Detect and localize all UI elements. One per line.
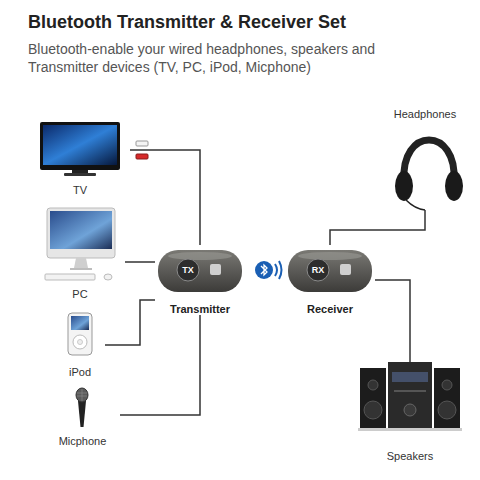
bluetooth-symbol (279, 261, 282, 279)
device-node: Speakers (355, 350, 465, 462)
device-label: TV (73, 184, 87, 196)
device-node: TX Transmitter (155, 245, 245, 315)
receiver-device (288, 250, 372, 292)
headphones-icon (395, 140, 463, 210)
audio-cable (125, 261, 155, 263)
pc-icon (47, 208, 115, 258)
title: Bluetooth Transmitter & Receiver Set (28, 12, 346, 33)
audio-cable (330, 210, 425, 245)
receiver-device (288, 250, 372, 292)
ipod-icon (73, 335, 87, 349)
speakers-icon (360, 368, 386, 428)
speakers-icon (388, 362, 432, 428)
tv-icon (40, 122, 120, 170)
device-node: PC (35, 205, 125, 300)
rca-plugs (136, 141, 148, 146)
ipod-icon (68, 313, 92, 355)
device-node: iPod (55, 310, 105, 378)
speakers-icon (442, 380, 452, 390)
receiver-device (298, 252, 362, 260)
transmitter-device (210, 264, 221, 275)
headphones-icon (404, 140, 454, 182)
transmitter-device (158, 250, 242, 292)
device-label: Receiver (307, 303, 353, 315)
pc-icon (45, 274, 95, 280)
device-label: Transmitter (170, 303, 230, 315)
speakers-icon (364, 401, 382, 419)
pc-icon (45, 208, 115, 280)
device-label: iPod (69, 366, 91, 378)
speakers-icon (368, 380, 378, 390)
speakers-icon (404, 404, 416, 416)
speakers-icon (394, 390, 426, 392)
device-node: TV (30, 118, 130, 196)
device-badge: RX (312, 265, 325, 275)
bluetooth-symbol (255, 261, 282, 279)
tv-icon (43, 125, 117, 165)
ipod-icon (68, 313, 92, 355)
speakers-icon (358, 350, 462, 431)
bluetooth-symbol (275, 264, 277, 276)
transmitter-device (177, 259, 199, 281)
device-label: Speakers (387, 450, 433, 462)
pc-icon (50, 211, 112, 249)
subtitle: Bluetooth-enable your wired headphones, … (28, 40, 448, 76)
rca-plugs (136, 154, 148, 159)
transmitter-device (158, 250, 242, 292)
device-node: RX Receiver (285, 245, 375, 315)
ipod-icon (78, 340, 83, 345)
device-label: Micphone (59, 435, 107, 447)
tv-icon (64, 173, 96, 176)
device-node: Micphone (45, 385, 120, 447)
speakers-icon (438, 401, 456, 419)
device-badge: TX (182, 265, 194, 275)
microphone-icon (78, 401, 86, 427)
headphones-icon (406, 200, 425, 210)
tv-icon (72, 170, 88, 173)
pc-icon (74, 258, 88, 268)
speakers-icon (434, 368, 460, 428)
microphone-icon (76, 388, 88, 427)
audio-cable (105, 300, 155, 345)
audio-cable (130, 150, 200, 245)
speakers-icon (392, 372, 428, 382)
bluetooth-symbol (261, 265, 267, 275)
receiver-device (340, 264, 351, 275)
pc-icon (104, 274, 112, 280)
device-label: Headphones (394, 108, 456, 120)
microphone-icon (76, 388, 88, 402)
bluetooth-symbol (255, 261, 273, 279)
speakers-icon (358, 428, 462, 431)
device-label: PC (72, 288, 87, 300)
microphone-icon (77, 389, 87, 401)
pc-icon (70, 268, 92, 270)
ipod-icon (71, 316, 89, 330)
device-node: Headphones (385, 108, 465, 210)
transmitter-device (168, 252, 232, 260)
audio-cable (120, 315, 200, 415)
headphones-icon (395, 171, 413, 201)
receiver-device (307, 259, 329, 281)
tv-icon (40, 122, 120, 176)
speakers-icon (409, 350, 411, 362)
headphones-icon (445, 171, 463, 201)
audio-cable (375, 280, 410, 350)
